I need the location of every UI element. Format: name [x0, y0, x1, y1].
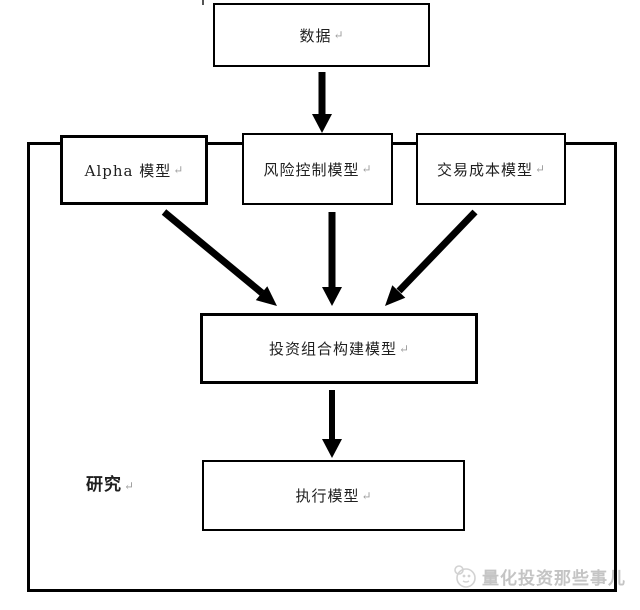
- node-risk-control-model-label: 风险控制模型: [263, 160, 360, 179]
- node-portfolio-construction-model: 投资组合构建模型↵: [200, 313, 478, 384]
- arrow-data-to-risk: [312, 72, 332, 133]
- return-mark: ↵: [534, 162, 546, 176]
- research-label-text: 研究: [86, 475, 122, 495]
- mascot-logo-icon: [454, 565, 476, 588]
- node-data-label: 数据: [299, 26, 332, 45]
- return-mark: ↵: [124, 479, 136, 493]
- return-mark: ↵: [398, 341, 410, 356]
- node-alpha-model: Alpha 模型↵: [60, 135, 208, 205]
- node-data: 数据↵: [213, 3, 430, 67]
- research-region-label: 研究↵: [86, 470, 135, 495]
- node-portfolio-construction-model-label: 投资组合构建模型: [268, 340, 397, 358]
- cursor-artifact: [202, 0, 204, 5]
- node-transaction-cost-model-label: 交易成本模型: [436, 160, 533, 179]
- node-alpha-model-label: Alpha 模型: [84, 161, 172, 180]
- node-risk-control-model: 风险控制模型↵: [242, 133, 393, 205]
- node-transaction-cost-model: 交易成本模型↵: [416, 133, 566, 205]
- return-mark: ↵: [361, 488, 372, 503]
- return-mark: ↵: [173, 163, 184, 177]
- return-mark: ↵: [361, 162, 372, 176]
- node-execution-model-label: 执行模型: [295, 487, 360, 505]
- node-execution-model: 执行模型↵: [202, 460, 465, 531]
- return-mark: ↵: [333, 28, 344, 42]
- watermark-text: 量化投资那些事儿: [482, 568, 626, 589]
- watermark: 量化投资那些事儿: [452, 563, 626, 589]
